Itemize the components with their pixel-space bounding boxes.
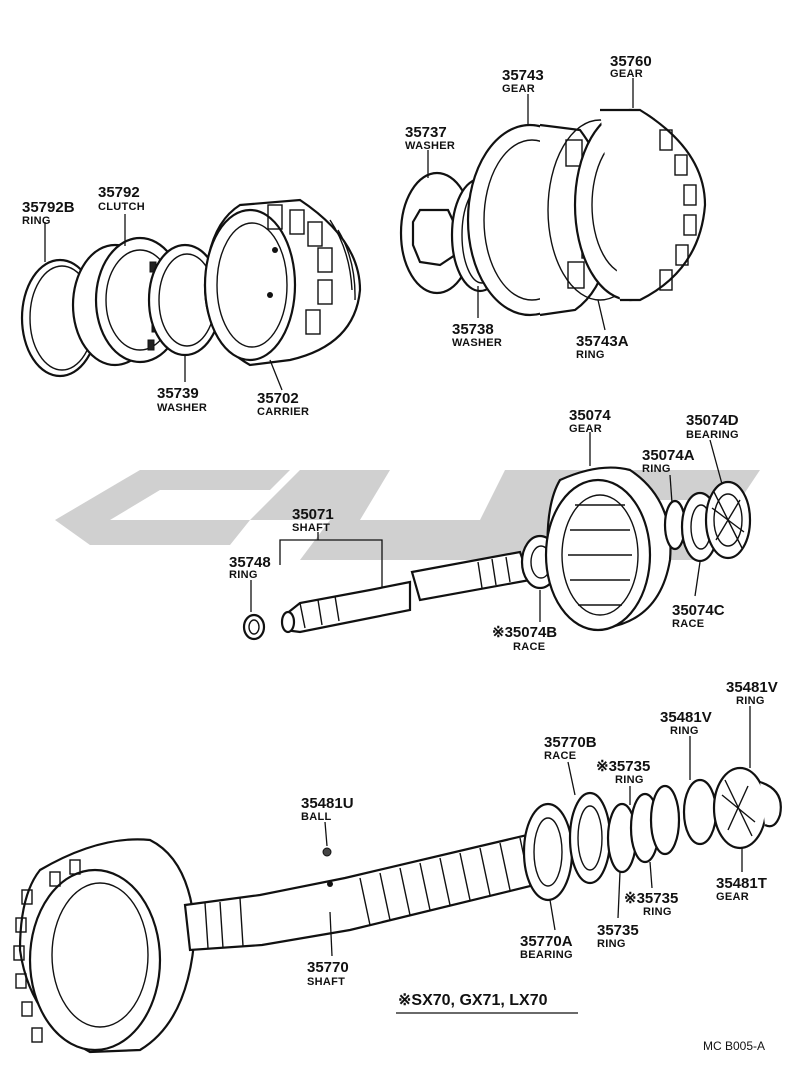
svg-text:SHAFT: SHAFT (307, 976, 345, 988)
part-label-35792: 35792 CLUTCH (98, 184, 145, 213)
svg-text:35074A: 35074A (642, 447, 695, 464)
ring-35481V-end-drawing (759, 780, 782, 828)
svg-text:35481U: 35481U (301, 795, 354, 812)
svg-text:35481V: 35481V (660, 709, 712, 726)
part-label-35735-lower: 35735 RING (597, 922, 639, 950)
svg-text:BEARING: BEARING (686, 429, 739, 441)
ring-35735-set-drawing (606, 784, 681, 874)
part-label-35739: 35739 WASHER (157, 385, 207, 414)
svg-text:35074C: 35074C (672, 602, 725, 619)
race-35770B-drawing (568, 791, 612, 885)
part-label-35770: 35770 SHAFT (307, 959, 349, 988)
part-label-35743: 35743 GEAR (502, 67, 544, 95)
part-label-35074A: 35074A RING (642, 447, 695, 475)
svg-text:SHAFT: SHAFT (292, 522, 330, 534)
svg-text:RING: RING (597, 938, 626, 950)
svg-text:35792: 35792 (98, 184, 140, 201)
svg-text:BALL: BALL (301, 811, 332, 823)
svg-text:35743A: 35743A (576, 333, 629, 350)
svg-text:35737: 35737 (405, 124, 447, 141)
part-label-35071: 35071 SHAFT (292, 506, 334, 534)
part-label-35481V: 35481V RING (660, 709, 712, 737)
svg-text:35074: 35074 (569, 407, 611, 424)
svg-text:35748: 35748 (229, 554, 271, 571)
part-label-35735-middle: ※35735 RING (624, 890, 678, 918)
svg-text:35770: 35770 (307, 959, 349, 976)
svg-text:WASHER: WASHER (405, 140, 455, 152)
svg-text:GEAR: GEAR (716, 891, 749, 903)
svg-text:BEARING: BEARING (520, 949, 573, 961)
svg-text:RING: RING (576, 349, 605, 361)
svg-text:CLUTCH: CLUTCH (98, 201, 145, 213)
applicability-footnote: ※SX70, GX71, LX70 (396, 992, 578, 1014)
svg-text:※35735: ※35735 (624, 890, 678, 907)
part-label-35737: 35737 WASHER (405, 124, 455, 152)
shaft-35071-drawing (280, 550, 532, 634)
svg-text:35770B: 35770B (544, 734, 597, 751)
svg-text:※35735: ※35735 (596, 758, 650, 775)
svg-text:GEAR: GEAR (502, 83, 535, 95)
ring-35748-drawing (242, 613, 266, 641)
svg-text:RACE: RACE (544, 750, 576, 762)
leader-lines (44, 78, 751, 957)
svg-text:35071: 35071 (292, 506, 334, 523)
bearing-35770A-drawing (522, 802, 574, 902)
svg-text:RACE: RACE (513, 641, 545, 653)
svg-text:WASHER: WASHER (452, 337, 502, 349)
svg-text:WASHER: WASHER (157, 402, 207, 414)
shaft-35770-drawing (183, 830, 557, 952)
part-label-35074: 35074 GEAR (569, 407, 611, 435)
svg-text:GEAR: GEAR (610, 68, 643, 80)
drum-35770-drawing (13, 838, 197, 1054)
bearing-35074D-drawing (704, 480, 752, 560)
part-label-35074B: ※35074B RACE (492, 624, 557, 653)
part-label-35743A: 35743A RING (576, 333, 629, 361)
svg-text:35792B: 35792B (22, 199, 75, 216)
svg-text:35481V: 35481V (726, 679, 778, 696)
svg-text:35739: 35739 (157, 385, 199, 402)
part-label-35770A: 35770A BEARING (520, 933, 573, 961)
part-label-35770B: 35770B RACE (544, 734, 597, 762)
svg-text:35074D: 35074D (686, 412, 739, 429)
gear-35074-drawing (544, 466, 672, 632)
svg-text:35770A: 35770A (520, 933, 573, 950)
svg-text:35738: 35738 (452, 321, 494, 338)
figure-reference: MC B005-A (703, 1039, 765, 1053)
part-label-35481T: 35481T GEAR (716, 875, 767, 903)
svg-text:RING: RING (643, 906, 672, 918)
svg-text:35735: 35735 (597, 922, 639, 939)
part-label-35481U: 35481U BALL (301, 795, 354, 823)
part-label-35074C: 35074C RACE (672, 602, 725, 630)
svg-text:RING: RING (736, 695, 765, 707)
svg-text:35760: 35760 (610, 53, 652, 70)
part-label-35792B: 35792B RING (22, 199, 75, 227)
part-label-35748: 35748 RING (229, 554, 271, 581)
part-label-35481V-top: 35481V RING (726, 679, 778, 707)
svg-text:※35074B: ※35074B (492, 624, 557, 641)
carrier-35702-drawing (203, 198, 362, 367)
svg-text:35702: 35702 (257, 390, 299, 407)
part-label-35074D: 35074D BEARING (686, 412, 739, 441)
part-label-35738: 35738 WASHER (452, 321, 502, 349)
svg-text:RING: RING (615, 774, 644, 786)
ring-35481V-drawing (682, 778, 718, 846)
svg-text:35481T: 35481T (716, 875, 767, 892)
part-label-35760: 35760 GEAR (610, 53, 652, 80)
part-label-35735-upper: ※35735 RING (596, 758, 650, 786)
gear-35760-drawing (573, 108, 707, 302)
gear-35481T-drawing (712, 766, 768, 850)
ball-35481U-drawing (322, 847, 332, 857)
svg-text:RING: RING (670, 725, 699, 737)
svg-text:35743: 35743 (502, 67, 544, 84)
svg-text:※SX70, GX71, LX70: ※SX70, GX71, LX70 (398, 992, 548, 1009)
svg-text:RING: RING (22, 215, 51, 227)
svg-text:GEAR: GEAR (569, 423, 602, 435)
part-label-35702: 35702 CARRIER (257, 390, 309, 418)
svg-text:CARRIER: CARRIER (257, 406, 309, 418)
svg-text:RACE: RACE (672, 618, 704, 630)
svg-text:RING: RING (229, 569, 258, 581)
svg-text:RING: RING (642, 463, 671, 475)
